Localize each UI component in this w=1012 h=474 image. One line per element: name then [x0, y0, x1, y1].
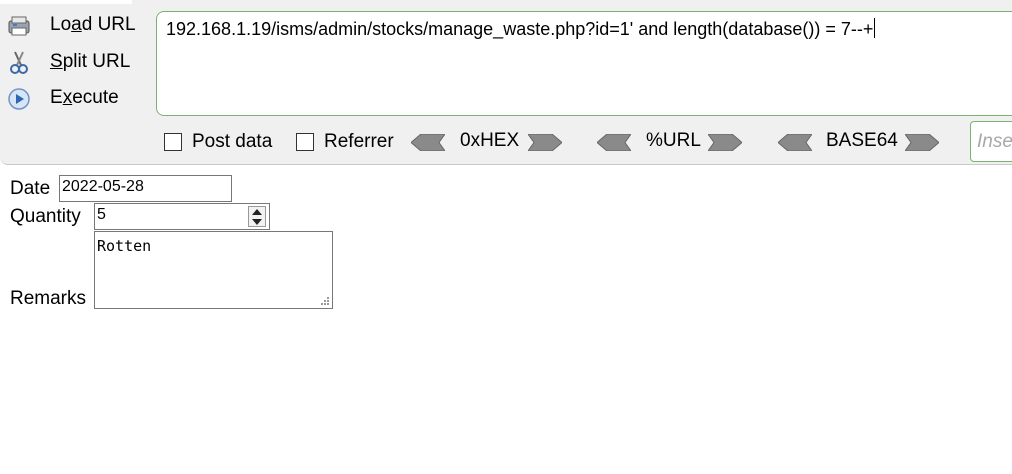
quantity-stepper[interactable]: 5 — [94, 203, 270, 230]
spinner-down-icon[interactable] — [249, 217, 265, 227]
quantity-spinner[interactable] — [248, 206, 266, 227]
split-url-icon — [6, 50, 32, 76]
execute-icon — [6, 86, 32, 112]
remarks-textarea[interactable]: Rotten — [94, 231, 333, 309]
url-text: 192.168.1.19/isms/admin/stocks/manage_wa… — [166, 19, 874, 39]
post-data-checkbox[interactable]: Post data — [164, 131, 272, 153]
split-url-button[interactable]: Split URL — [6, 48, 146, 78]
post-data-box[interactable] — [164, 133, 182, 151]
base64-label: BASE64 — [826, 130, 898, 151]
referrer-label: Referrer — [324, 131, 394, 152]
split-url-label: Split URL — [50, 51, 131, 72]
tab-strip-edge — [0, 0, 132, 4]
load-url-icon — [6, 13, 32, 39]
resize-grip-icon[interactable] — [320, 296, 330, 306]
spinner-up-icon[interactable] — [249, 207, 265, 217]
insert-string-input[interactable]: Inse — [970, 121, 1012, 162]
remarks-value: Rotten — [97, 237, 152, 255]
url-decode-right-arrow-icon[interactable] — [708, 134, 742, 151]
remarks-label: Remarks — [10, 288, 87, 309]
base64-encode-left-arrow-icon[interactable] — [778, 134, 812, 151]
insert-placeholder: Inse — [977, 131, 1012, 152]
hackbar-toolbar: Load URL Split URL Execute 192.168.1.19/… — [0, 0, 1012, 165]
url-encode-label: %URL — [646, 130, 701, 151]
date-label: Date — [10, 178, 51, 199]
execute-label: Execute — [50, 87, 119, 108]
hex-encode-left-arrow-icon[interactable] — [411, 134, 445, 151]
hex-label: 0xHEX — [460, 130, 520, 151]
date-input[interactable]: 2022-05-28 — [59, 175, 232, 202]
url-encode-left-arrow-icon[interactable] — [597, 134, 631, 151]
text-caret — [874, 18, 876, 38]
url-textarea[interactable]: 192.168.1.19/isms/admin/stocks/manage_wa… — [156, 11, 1012, 116]
quantity-label: Quantity — [10, 206, 81, 227]
hex-decode-right-arrow-icon[interactable] — [528, 134, 562, 151]
post-data-label: Post data — [192, 131, 273, 152]
referrer-box[interactable] — [296, 133, 314, 151]
date-value: 2022-05-28 — [62, 178, 144, 195]
base64-decode-right-arrow-icon[interactable] — [905, 134, 939, 151]
referrer-checkbox[interactable]: Referrer — [296, 131, 394, 153]
execute-button[interactable]: Execute — [6, 84, 146, 114]
load-url-button[interactable]: Load URL — [6, 11, 146, 41]
quantity-value: 5 — [97, 206, 106, 223]
load-url-label: Load URL — [50, 14, 136, 35]
